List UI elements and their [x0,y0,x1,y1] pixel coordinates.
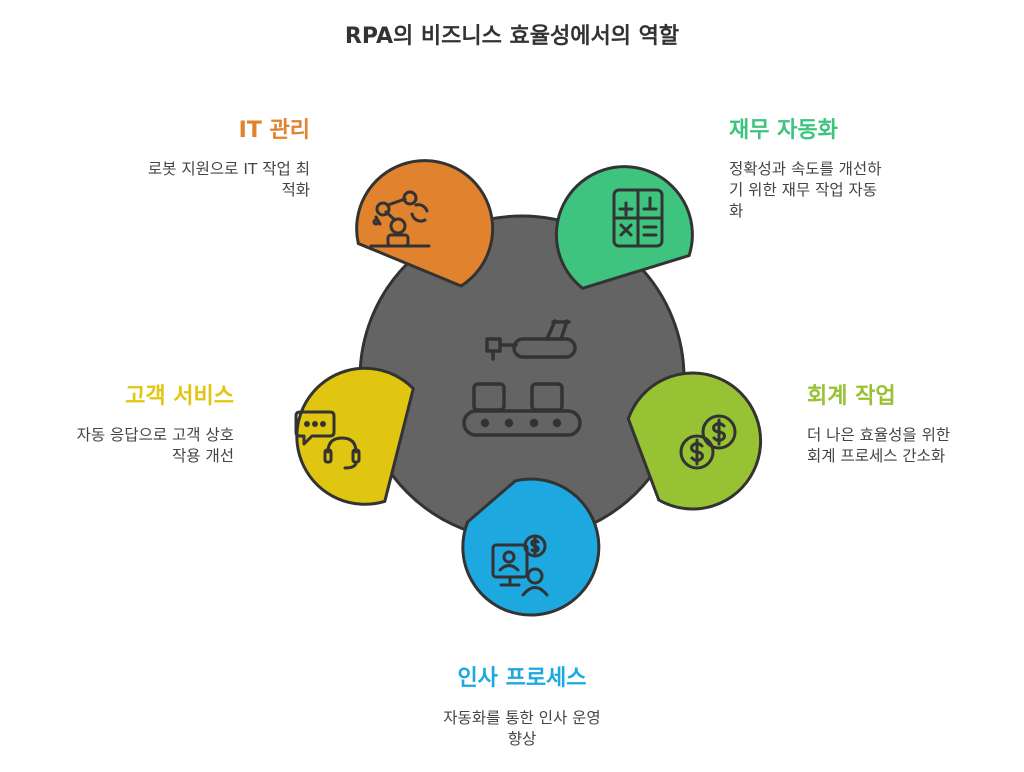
hr-petal [461,477,601,617]
finance-desc-line-3: 화 [729,202,744,220]
finance-desc-line-1: 정확성과 속도를 개선하 [729,160,882,178]
calculator-icon [612,188,664,248]
hr-desc-line-1: 자동화를 통한 인사 운영 [443,709,601,727]
it-petal [355,159,495,288]
finance-petal [554,165,694,290]
customer-label: 고객 서비스 [125,384,234,409]
conveyor-belt-icon [462,319,582,437]
accounting-description: 더 나은 효율성을 위한 회계 프로세스 간소화 [807,425,1017,467]
it-description: 로봇 지원으로 IT 작업 최 적화 [80,159,310,201]
it-desc-line-1: 로봇 지원으로 IT 작업 최 [147,160,310,178]
finance-description: 정확성과 속도를 개선하 기 위한 재무 작업 자동 화 [729,159,959,222]
finance-label: 재무 자동화 [729,118,838,143]
finance-desc-line-2: 기 위한 재무 작업 자동 [729,181,878,199]
accounting-petal [626,371,763,511]
hr-description: 자동화를 통한 인사 운영 향상 [372,708,672,750]
customer-description: 자동 응답으로 고객 상호 작용 개선 [4,425,234,467]
it-desc-line-2: 적화 [281,181,310,199]
coins-icon [679,414,737,470]
customer-petal [294,366,415,506]
customer-desc-line-2: 작용 개선 [172,447,234,465]
chat-headset-icon [294,410,361,470]
accounting-label: 회계 작업 [807,384,896,409]
it-label: IT 관리 [238,118,310,143]
customer-desc-line-1: 자동 응답으로 고객 상호 [76,426,234,444]
accounting-desc-line-1: 더 나은 효율성을 위한 [807,426,951,444]
hr-label: 인사 프로세스 [457,666,587,691]
hr-desc-line-2: 향상 [507,730,537,748]
hr-monitor-icon [491,534,549,597]
page-title: RPA의 비즈니스 효율성에서의 역할 [344,24,680,49]
accounting-desc-line-2: 회계 프로세스 간소화 [807,447,946,465]
robot-arm-icon [369,190,431,248]
